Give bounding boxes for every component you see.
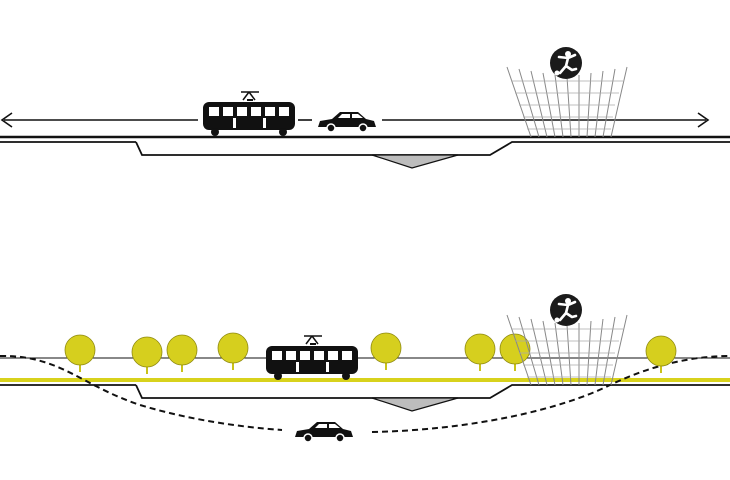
tree-icon [166,334,198,373]
panel-existing [0,45,730,169]
panel-proposed [0,292,730,443]
depression-proposed [371,397,459,412]
football-player-icon [548,292,584,328]
ground-line-proposed [0,384,730,412]
tree-icon [645,335,677,374]
depression-existing [371,154,459,169]
tree-icon [131,336,163,375]
tunnel-dashed-line [0,354,283,431]
car-icon [294,421,354,443]
tunnel-dashed-line-right [371,355,730,433]
ground-line-existing [0,135,730,169]
two-way-arrow-icon [0,112,710,128]
tree-icon [217,332,249,371]
tree-icon [464,333,496,372]
car-icon [317,111,377,133]
tree-icon [370,332,402,371]
football-player-icon [548,45,584,81]
tram-icon [202,91,296,137]
tram-icon [265,335,359,381]
tree-icon [64,334,96,373]
